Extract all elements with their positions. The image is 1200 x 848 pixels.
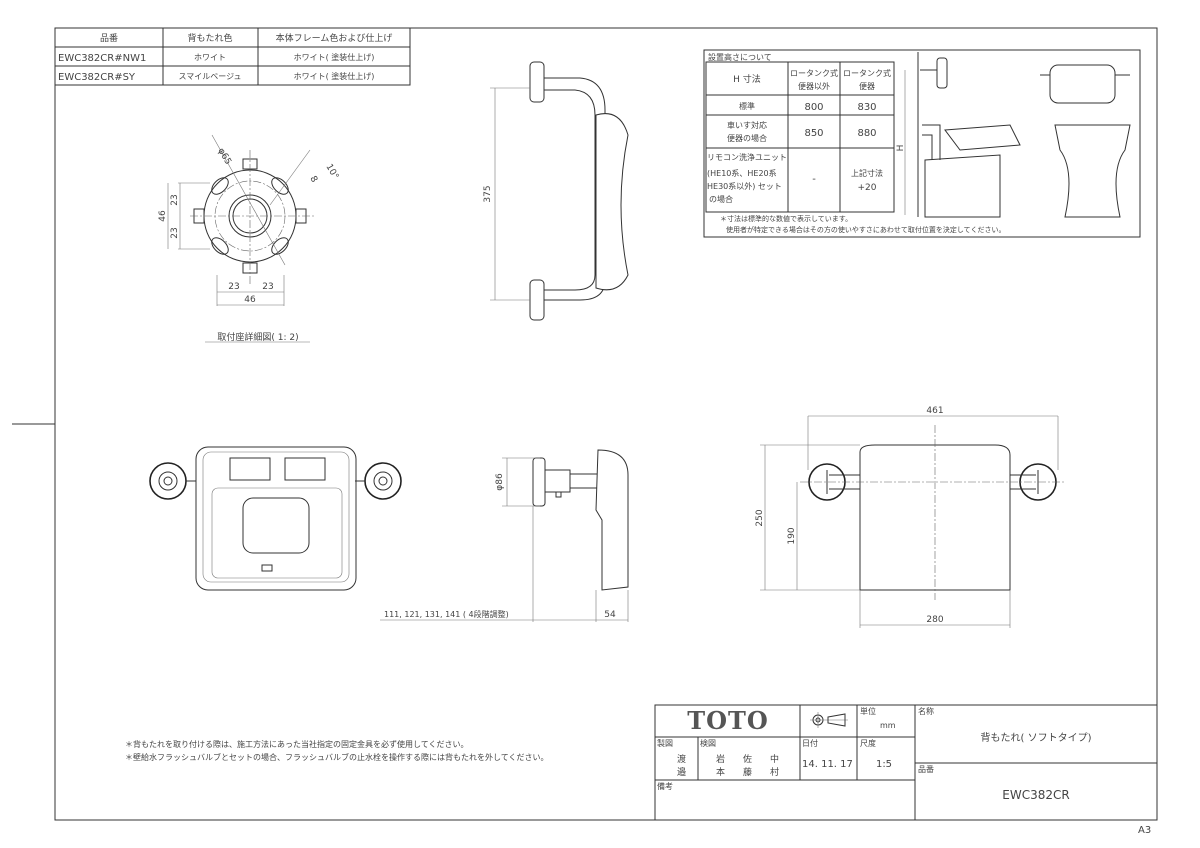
row1-part-no: EWC382CR#NW1 bbox=[58, 53, 146, 64]
mount-angle-dim: 10° bbox=[323, 163, 340, 182]
date-value: 14. 11. 17 bbox=[802, 759, 853, 770]
unit-label: 単位 bbox=[860, 706, 876, 716]
title-block bbox=[654, 704, 1158, 821]
row2-part-no: EWC382CR#SY bbox=[58, 72, 136, 83]
pad-width-dim: 280 bbox=[926, 615, 943, 625]
note-1: ＊背もたれを取り付ける際は、施工方法にあった当社指定の固定金具を必ず使用してくだ… bbox=[125, 739, 469, 749]
mount-h-half-2: 23 bbox=[262, 282, 273, 292]
checker-1a: 岩 bbox=[716, 753, 725, 765]
mount-r-dim: 8 bbox=[307, 175, 319, 185]
row-remote-label-1: リモコン洗浄ユニット bbox=[707, 152, 787, 162]
checker-1b: 本 bbox=[716, 766, 725, 778]
row2-back-color: スマイルベージュ bbox=[178, 72, 241, 81]
scale-value: 1:5 bbox=[876, 759, 892, 770]
front-inner-height-dim: 190 bbox=[787, 527, 797, 544]
front-width-dim: 461 bbox=[926, 406, 943, 416]
col-h-dim: H 寸法 bbox=[733, 73, 761, 85]
checker-3b: 村 bbox=[770, 766, 779, 778]
scale-label: 尺度 bbox=[860, 738, 876, 748]
part-label: 品番 bbox=[918, 764, 934, 774]
row-wheelchair-v1: 850 bbox=[804, 128, 823, 139]
date-label: 日付 bbox=[802, 738, 818, 748]
row-wheelchair-v2: 880 bbox=[857, 128, 876, 139]
install-note-2: 使用者が特定できる場合はその方の使いやすさにあわせて取付位置を決定してください。 bbox=[726, 225, 1005, 234]
drawn-by-2: 邉 bbox=[677, 766, 686, 778]
row2-frame-color: ホワイト( 塗装仕上げ) bbox=[294, 71, 375, 81]
install-note-1: ＊寸法は標準的な数値で表示しています。 bbox=[720, 214, 852, 223]
product-name: 背もたれ( ソフトタイプ) bbox=[981, 731, 1092, 744]
unit-value: mm bbox=[880, 721, 896, 730]
row-standard-label: 標準 bbox=[739, 101, 755, 111]
row-wheelchair-label-1: 車いす対応 bbox=[727, 120, 767, 130]
checker-2b: 藤 bbox=[743, 766, 752, 778]
depth-adjust-dim: 111, 121, 131, 141 ( 4段階調整) bbox=[384, 609, 509, 619]
mount-v-total: 46 bbox=[158, 210, 168, 222]
drawn-label: 製図 bbox=[657, 738, 673, 748]
mount-detail-caption: 取付座詳細図( 1: 2) bbox=[217, 331, 298, 343]
remarks-label: 備考 bbox=[657, 781, 673, 791]
col-tank-1: ロータンク式 bbox=[843, 68, 891, 78]
row1-frame-color: ホワイト( 塗装仕上げ) bbox=[294, 52, 375, 62]
front-view bbox=[760, 415, 1065, 628]
side-view-bottom bbox=[380, 449, 629, 622]
header-frame-color: 本体フレーム色および仕上げ bbox=[276, 32, 393, 44]
row-remote-label-2: (HE10系、HE20系 bbox=[707, 168, 777, 178]
mount-v-half-1: 23 bbox=[170, 194, 180, 205]
note-2: ＊壁給水フラッシュバルブとセットの場合、フラッシュバルブの止水栓を操作する際には… bbox=[125, 752, 549, 762]
front-height-dim: 250 bbox=[755, 509, 765, 526]
spec-table: 品番 背もたれ色 本体フレーム色および仕上げ EWC382CR#NW1 ホワイト… bbox=[54, 27, 411, 86]
col-non-tank-1: ロータンク式 bbox=[790, 68, 838, 78]
projection-symbol-icon bbox=[810, 712, 848, 728]
checker-3a: 中 bbox=[770, 753, 779, 765]
mount-h-half-1: 23 bbox=[228, 282, 239, 292]
install-height-title: 設置高さについて bbox=[708, 52, 772, 62]
side-height-dim: 375 bbox=[483, 185, 493, 202]
thickness-dim: 54 bbox=[604, 610, 616, 620]
checked-label: 検図 bbox=[700, 738, 716, 748]
row-wheelchair-label-2: 便器の場合 bbox=[727, 133, 767, 143]
sheet-size: A3 bbox=[1138, 825, 1151, 836]
toto-logo: TOTO bbox=[687, 706, 769, 735]
drawn-by-1: 渡 bbox=[677, 753, 686, 765]
row-remote-label-3: HE30系以外) セット bbox=[707, 181, 782, 191]
part-number: EWC382CR bbox=[1002, 788, 1069, 802]
checker-2a: 佐 bbox=[743, 753, 752, 765]
col-tank-2: 便器 bbox=[859, 81, 875, 91]
name-label: 名称 bbox=[918, 706, 934, 716]
side-view-top bbox=[490, 61, 629, 321]
row-remote-v1: - bbox=[812, 174, 816, 185]
header-part-no: 品番 bbox=[100, 32, 118, 44]
back-view bbox=[149, 446, 402, 591]
bottom-dia-dim: φ86 bbox=[495, 473, 505, 491]
row-standard-v2: 830 bbox=[857, 102, 876, 113]
header-back-color: 背もたれ色 bbox=[187, 32, 232, 44]
row-remote-v2b: +20 bbox=[858, 183, 877, 193]
mount-h-total: 46 bbox=[244, 295, 256, 305]
mount-v-half-2: 23 bbox=[170, 227, 180, 238]
row1-back-color: ホワイト bbox=[194, 53, 226, 62]
mount-dia-dim: φ65 bbox=[215, 147, 232, 167]
row-remote-label-4: の場合 bbox=[709, 194, 733, 204]
row-standard-v1: 800 bbox=[804, 102, 823, 113]
mount-detail-drawing bbox=[167, 134, 315, 343]
h-dim-label: H bbox=[896, 145, 906, 152]
col-non-tank-2: 便器以外 bbox=[798, 81, 830, 91]
install-height-panel bbox=[703, 49, 1141, 238]
row-remote-v2a: 上記寸法 bbox=[851, 168, 883, 178]
